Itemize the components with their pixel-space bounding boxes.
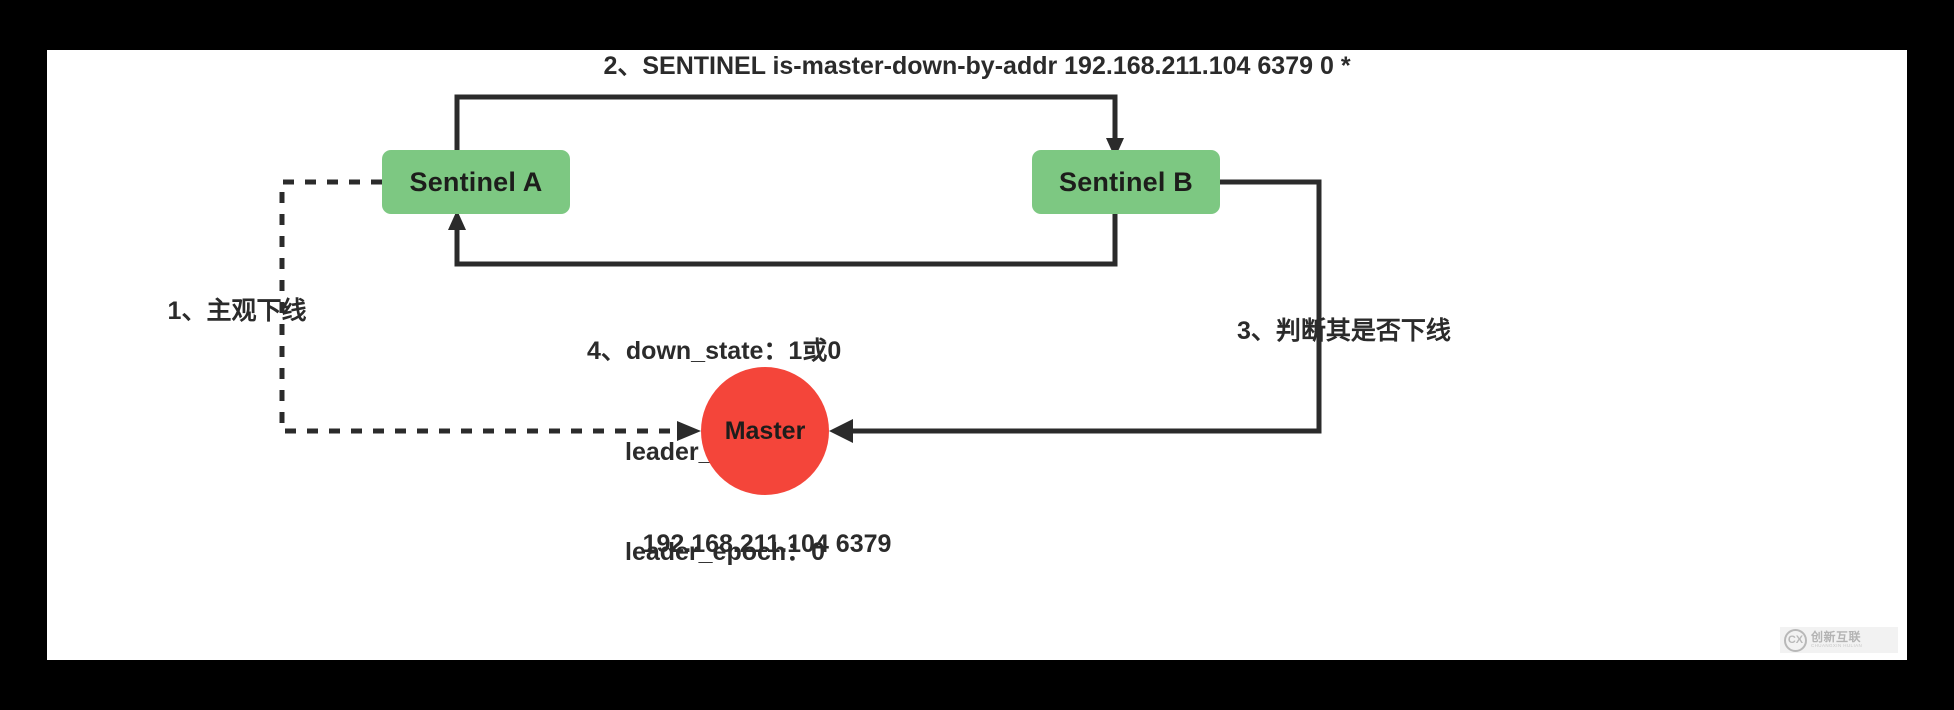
connector-sentinel-a-to-b bbox=[454, 94, 1124, 158]
node-master[interactable]: Master bbox=[701, 367, 829, 495]
label-step-2-command: 2、SENTINEL is-master-down-by-addr 192.16… bbox=[603, 52, 1351, 80]
watermark-en-text: CHUANGXIN HULIAN bbox=[1811, 643, 1863, 649]
label-step-1-subjective-down: 1、主观下线 bbox=[167, 297, 307, 325]
label-master-address: 192.168.211.104 6379 bbox=[642, 530, 892, 558]
connector-sentinel-b-to-a bbox=[448, 210, 1118, 267]
diagram-canvas: 2、SENTINEL is-master-down-by-addr 192.16… bbox=[47, 50, 1907, 660]
watermark-logo: CX 创新互联 CHUANGXIN HULIAN bbox=[1780, 627, 1898, 653]
connector-layer bbox=[279, 94, 1322, 443]
node-sentinel-b[interactable]: Sentinel B bbox=[1032, 150, 1220, 214]
node-sentinel-a[interactable]: Sentinel A bbox=[382, 150, 570, 214]
watermark-cn-text: 创新互联 bbox=[1811, 630, 1862, 645]
watermark-text: 创新互联 CHUANGXIN HULIAN bbox=[1811, 631, 1862, 649]
watermark-circle-icon: CX bbox=[1784, 628, 1807, 652]
label-step-4-leader-epoch: leader_epoch：0 bbox=[625, 538, 826, 566]
label-step-4-down-state: 4、down_state：1或0 bbox=[587, 337, 842, 365]
label-step-3-判断其是否下线: 3、判断其是否下线 bbox=[1237, 317, 1451, 345]
